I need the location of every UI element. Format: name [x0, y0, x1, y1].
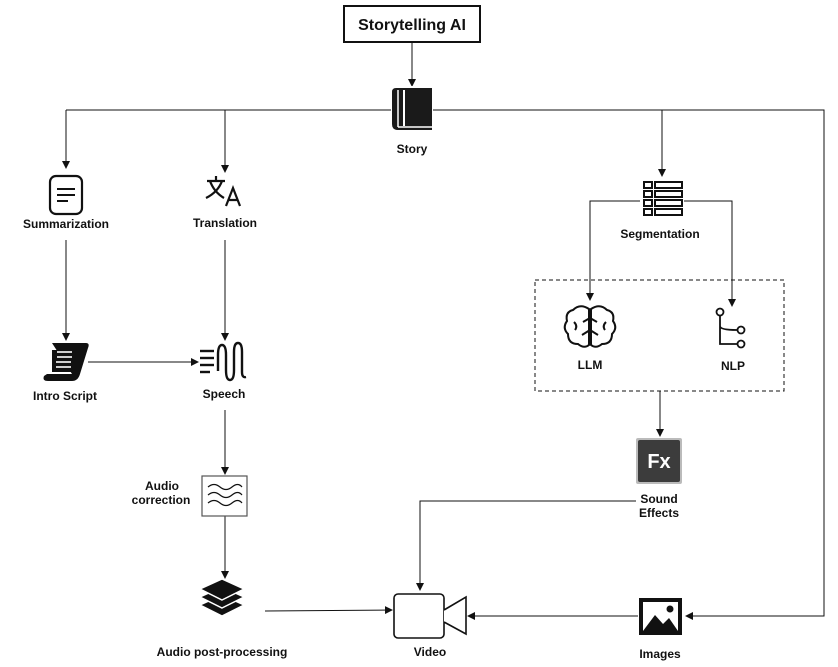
sound-effects-label-line1: Sound [640, 492, 677, 506]
llm-label: LLM [578, 358, 603, 372]
layers-icon [198, 578, 246, 617]
speech-wave-icon [200, 341, 247, 382]
intro-script-node: Intro Script [33, 343, 97, 403]
images-label: Images [639, 647, 681, 661]
speech-node: Speech [200, 341, 247, 401]
edges [62, 42, 825, 620]
branch-icon [715, 307, 746, 349]
intro-script-label: Intro Script [33, 389, 97, 403]
video-camera-icon [393, 593, 467, 639]
audio-correction-node: Audio correction [132, 475, 248, 517]
book-icon [391, 86, 433, 134]
images-node: Images [639, 598, 682, 661]
translate-icon [205, 176, 242, 207]
edge-post-video [264, 606, 393, 615]
translation-label: Translation [193, 216, 257, 230]
table-icon [643, 181, 683, 216]
segmentation-node: Segmentation [620, 181, 700, 241]
sound-effects-label-line2: Effects [639, 506, 679, 520]
summarization-label: Summarization [23, 217, 109, 231]
title-label: Storytelling AI [358, 17, 466, 34]
edge-fx-video [416, 500, 636, 591]
segmentation-label: Segmentation [620, 227, 699, 241]
speech-label: Speech [203, 387, 246, 401]
ml-group-box [534, 279, 785, 392]
summarization-node: Summarization [23, 174, 109, 231]
audio-post-processing-node: Audio post-processing [157, 578, 288, 659]
scroll-icon [43, 343, 89, 381]
video-label: Video [414, 645, 446, 659]
nlp-node: NLP [715, 307, 746, 373]
fx-icon-text: Fx [647, 451, 670, 473]
brain-icon [563, 305, 617, 348]
story-node: Story [391, 86, 433, 156]
llm-node: LLM [563, 305, 617, 372]
edge-segmentation-nlp [684, 200, 736, 307]
edge-story-bus [66, 109, 825, 620]
audio-post-processing-label: Audio post-processing [157, 645, 288, 659]
sound-effects-node: Fx Sound Effects [636, 438, 682, 520]
fx-icon: Fx [636, 438, 682, 484]
audio-correction-label-line2: correction [132, 493, 191, 507]
translation-node: Translation [193, 176, 257, 230]
title-node: Storytelling AI [343, 5, 481, 43]
document-icon [48, 174, 84, 216]
image-icon [639, 598, 682, 635]
audio-correction-label-line1: Audio [145, 479, 179, 493]
video-node: Video [393, 593, 467, 659]
edge-segmentation-llm [586, 200, 640, 301]
story-label: Story [397, 142, 428, 156]
nlp-label: NLP [721, 359, 745, 373]
waves-icon [201, 475, 248, 517]
